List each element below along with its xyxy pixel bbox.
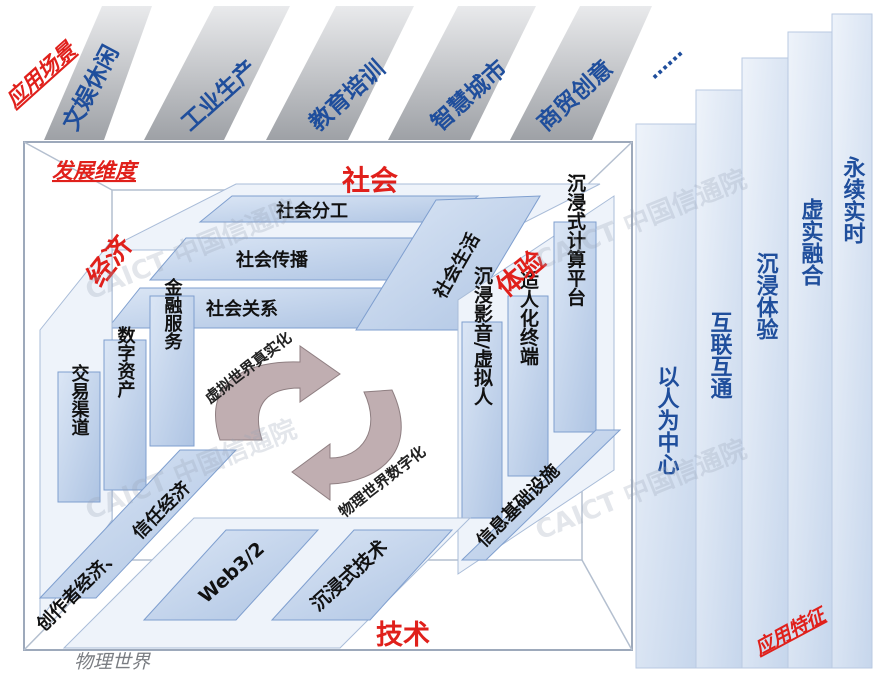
economy-panel-finance (149, 295, 195, 447)
society-panel-life (355, 195, 541, 331)
feature-step-2 (695, 89, 743, 669)
society-panel-division (198, 195, 480, 223)
cycle-arrows (214, 345, 402, 501)
feature-step-4 (787, 31, 833, 669)
development-dimension-label: 发展维度 (52, 159, 140, 183)
experience-panel-av (461, 321, 503, 519)
technology-title: 技术 (376, 620, 430, 651)
scenario-tab-2 (144, 6, 290, 140)
scenario-tab-5 (510, 6, 652, 140)
experience-item-terminal: 适人化终端 (517, 270, 539, 366)
feature-text-4: 虚实融合 (798, 197, 824, 286)
feature-step-5 (831, 13, 873, 669)
scenario-text-more: …… (641, 39, 687, 84)
scenario-tab-1 (44, 6, 152, 140)
society-item-relations: 社会关系 (206, 298, 278, 320)
scenario-tab-4 (388, 6, 536, 140)
economy-panel-channel (57, 371, 101, 503)
feature-steps (635, 13, 873, 669)
society-item-division: 社会分工 (276, 200, 348, 222)
cycle-arrow-bottom (291, 389, 402, 501)
economy-item-channel: 交易渠道 (69, 363, 90, 436)
feature-text-2: 互联互通 (707, 311, 733, 399)
experience-panel-terminal (507, 295, 549, 477)
scenario-tab-3 (266, 6, 414, 140)
feature-step-1 (635, 123, 697, 669)
society-item-communication: 社会传播 (236, 249, 309, 271)
feature-step-3 (741, 57, 789, 669)
experience-panel-computing (553, 221, 597, 433)
feature-text-5: 永续实时 (840, 155, 866, 244)
economy-panel-trust (38, 449, 238, 599)
cycle-arrow-top (214, 345, 341, 441)
feature-text-3: 沉浸体验 (753, 252, 779, 340)
experience-item-computing: 沉浸式计算平台 (564, 173, 586, 306)
experience-face (457, 195, 622, 575)
economy-item-assets: 数字资产 (115, 325, 136, 399)
experience-item-av: 沉浸影音/虚拟人 (471, 266, 493, 406)
technology-panel-immersive (270, 529, 454, 621)
economy-face (38, 238, 238, 622)
economy-item-finance: 金融服务 (162, 277, 184, 350)
feature-text-1: 以人为中心 (654, 365, 680, 475)
experience-panel-infra (460, 429, 622, 561)
technology-panel-web3 (142, 529, 320, 621)
scenario-tabs (44, 6, 652, 140)
society-title: 社会 (342, 164, 398, 197)
technology-face (62, 517, 472, 649)
economy-panel-assets (103, 339, 147, 491)
physical-world-label: 物理世界 (74, 651, 151, 673)
